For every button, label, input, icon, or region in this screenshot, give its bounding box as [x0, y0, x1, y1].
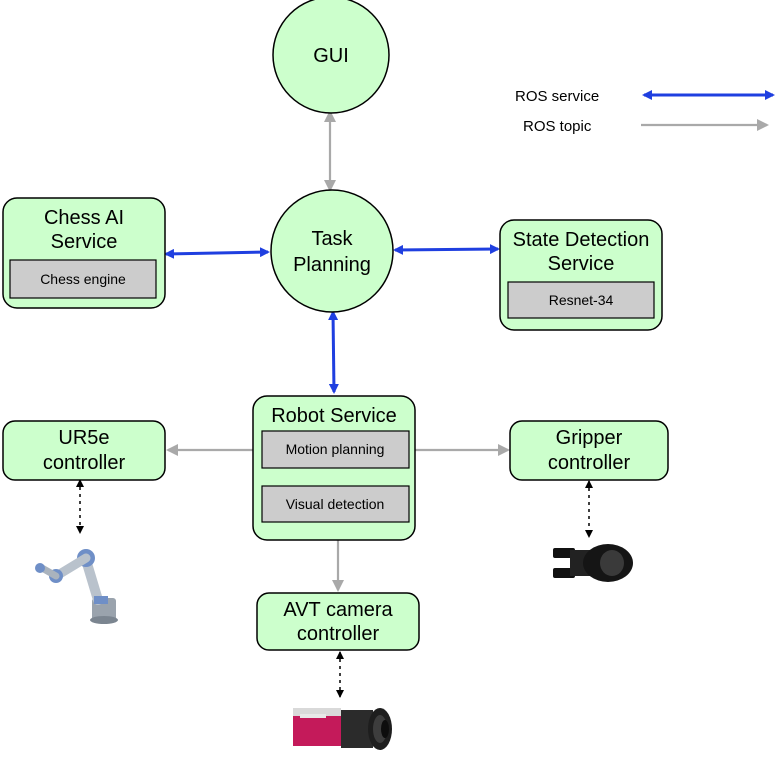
state-detection-service-node: State Detection Service Resnet-34 [499, 219, 663, 331]
avt-camera-label-line1: AVT camera [283, 599, 393, 621]
chess-engine-label: Chess engine [40, 271, 126, 287]
task-robot-service-arrow [328, 310, 339, 394]
chess-ai-label-line1: Chess AI [44, 207, 124, 229]
state-detection-label-line2: Service [548, 253, 615, 275]
state-detection-label-line1: State Detection [513, 229, 650, 251]
camera-icon [293, 708, 392, 750]
robot-service-node: Robot Service Motion planning Visual det… [252, 395, 416, 541]
visual-detection-box [261, 485, 410, 523]
task-planning-label-line1: Task [311, 228, 353, 250]
gui-label: GUI [313, 45, 349, 67]
visual-detection-label: Visual detection [286, 496, 385, 512]
gripper-controller-node: Gripper controller [509, 420, 669, 481]
ur5e-label-line1: UR5e [58, 427, 109, 449]
legend-topic-label: ROS topic [523, 118, 592, 135]
chess-task-service-arrow [164, 247, 270, 259]
task-planning-label-line2: Planning [293, 254, 371, 276]
chess-ai-service-node: Chess AI Service Chess engine [2, 197, 166, 309]
gui-node: GUI [272, 0, 390, 114]
avt-camera-controller-node: AVT camera controller [256, 592, 420, 651]
ur5e-label-line2: controller [43, 452, 126, 474]
gripper-label-line2: controller [548, 452, 631, 474]
robot-service-title: Robot Service [271, 405, 397, 427]
motion-planning-label: Motion planning [286, 441, 385, 457]
resnet-label: Resnet-34 [549, 292, 614, 308]
gripper-label-line1: Gripper [556, 427, 623, 449]
motion-planning-box [261, 430, 410, 469]
resnet-box [507, 281, 655, 319]
chess-engine-box [9, 259, 157, 299]
robot-arm-icon [35, 549, 118, 624]
chess-ai-label-line2: Service [51, 231, 118, 253]
task-planning-node: Task Planning [270, 189, 394, 313]
avt-camera-label-line2: controller [297, 623, 380, 645]
legend-service-label: ROS service [515, 88, 599, 105]
task-state-service-arrow [393, 244, 500, 255]
gripper-icon [553, 544, 633, 582]
ur5e-controller-node: UR5e controller [2, 420, 166, 481]
